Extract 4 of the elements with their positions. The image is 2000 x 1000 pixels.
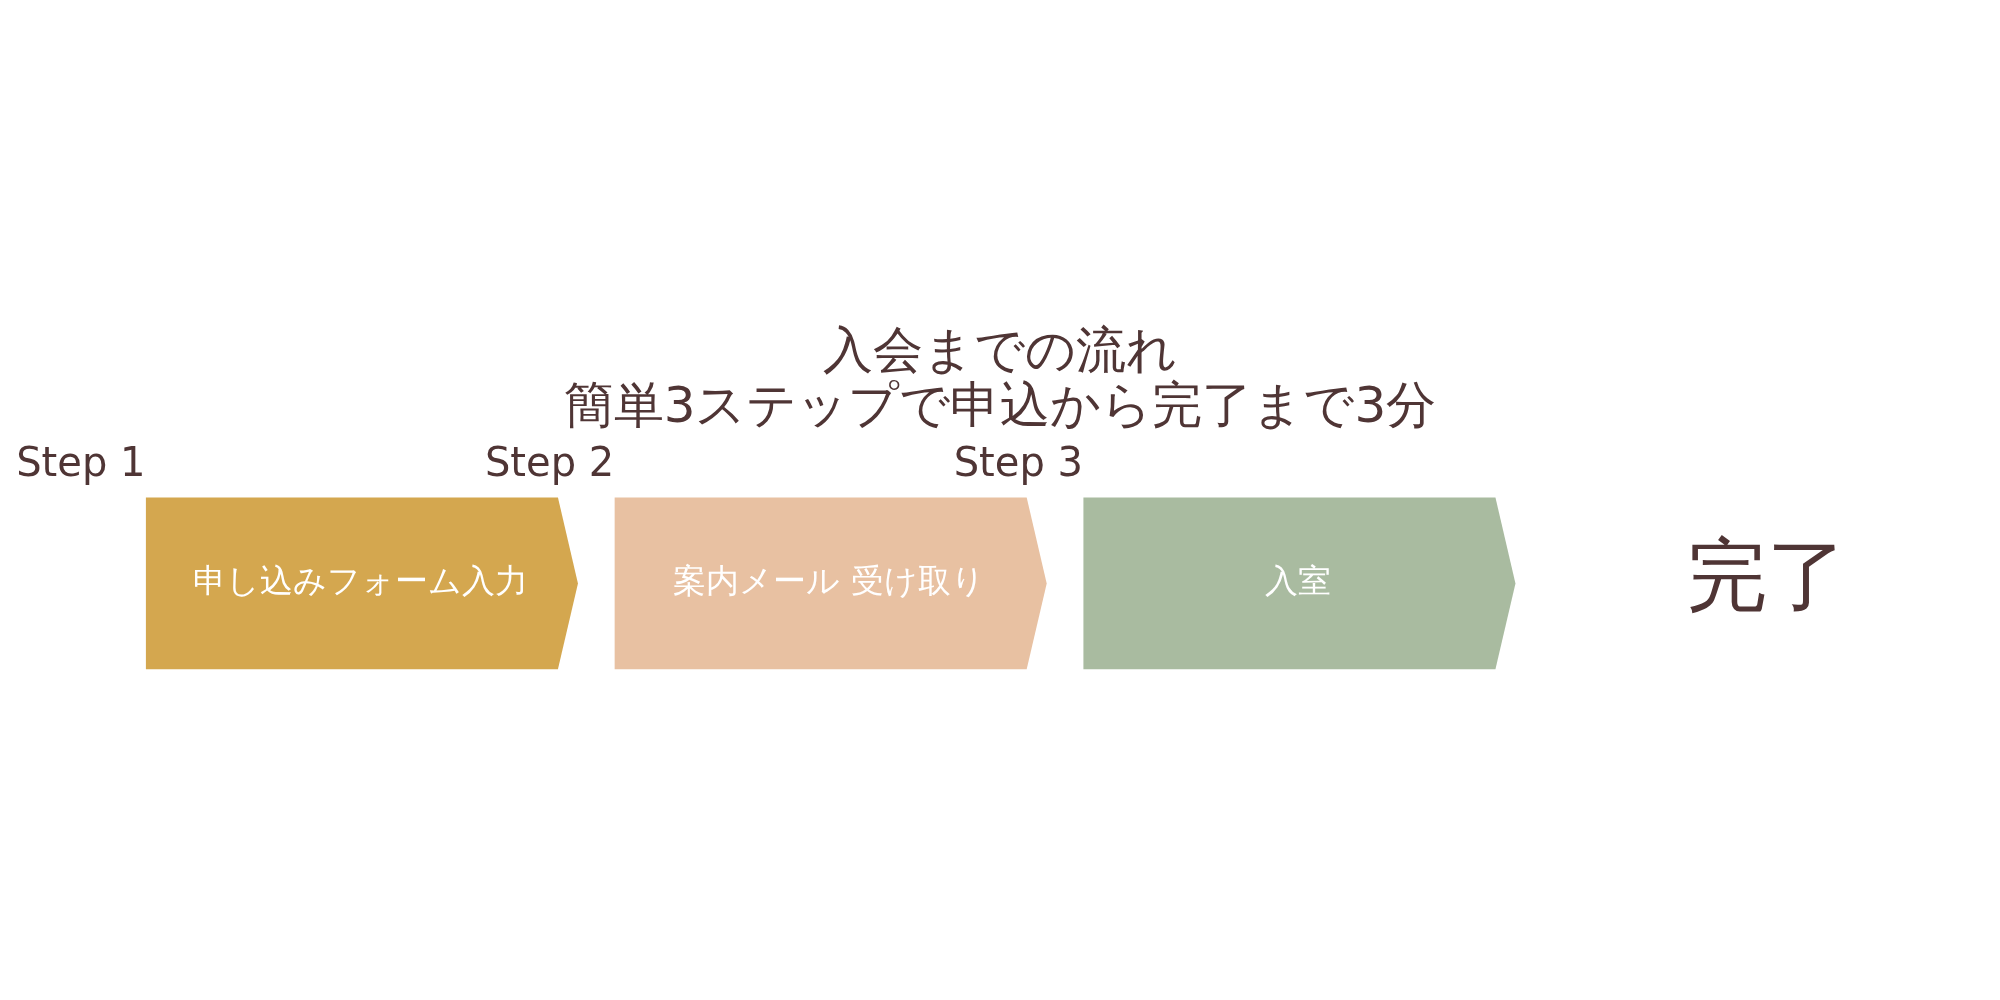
node-label: Step 3 bbox=[953, 439, 1083, 486]
node-label: Step 1 bbox=[16, 439, 146, 486]
node-label: Step 2 bbox=[484, 439, 615, 486]
node-text: 完了 bbox=[1687, 529, 1848, 623]
